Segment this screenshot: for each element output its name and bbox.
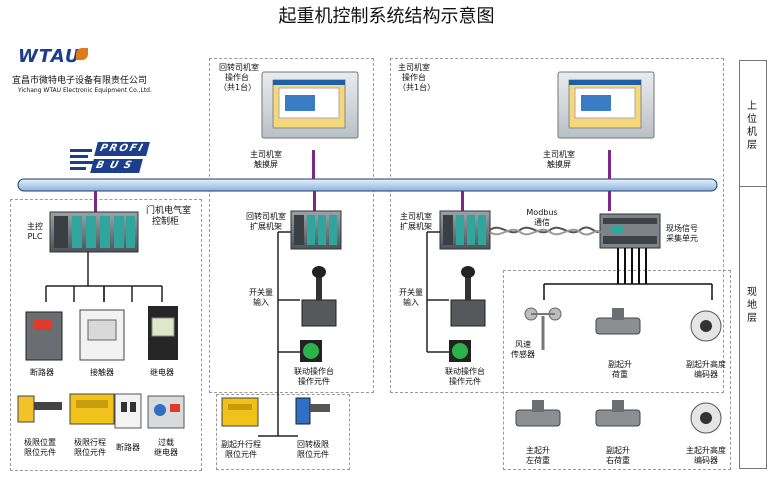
link-slew-rack <box>313 191 316 211</box>
slew-pushbutton-icon <box>300 340 322 362</box>
link-slew-touch <box>312 150 315 179</box>
profibus-bus <box>17 178 718 192</box>
limit-position-icon <box>17 395 62 423</box>
aux-hoist-limit-label: 副起升行程 限位元件 <box>221 440 261 459</box>
field-unit-icon <box>599 213 661 249</box>
slewing-console-box <box>209 58 374 393</box>
overload-label: 过载 继电器 <box>154 438 178 457</box>
breaker2-icon <box>114 393 142 429</box>
wind-sensor-label: 风速 传感器 <box>511 340 535 359</box>
wind-sensor-icon <box>524 307 562 350</box>
main-rack-icon <box>439 210 491 250</box>
main-rack-label: 主司机室 扩展机架 <box>400 212 432 231</box>
aux-encoder-icon <box>690 310 722 342</box>
slew-limit-icon <box>295 397 330 425</box>
slew-joystick-icon <box>301 266 337 327</box>
main-touchscreen-icon <box>557 71 655 139</box>
contactor-icon <box>79 309 125 361</box>
limit-position-label: 极限位置 限位元件 <box>24 438 56 457</box>
main-touch-label: 主司机室 触摸屏 <box>543 150 575 169</box>
link-main-rack <box>461 191 464 211</box>
slew-touch-label: 主司机室 触摸屏 <box>250 150 282 169</box>
link-plc <box>94 191 97 212</box>
aux-weight-label: 副起升 荷重 <box>608 360 632 379</box>
upper-layer-label: 上位机层 <box>747 101 757 151</box>
logo-text: WTAU <box>18 46 81 67</box>
modbus-cable <box>489 226 601 234</box>
main-console-box <box>390 58 724 393</box>
plc-label: 主控 PLC <box>27 222 43 241</box>
breaker2-label: 断路器 <box>116 443 140 452</box>
contactor-label: 接触器 <box>90 368 114 377</box>
layer-bar <box>739 60 767 469</box>
main-switch-input-label: 开关量 输入 <box>399 288 423 307</box>
slew-switch-input-label: 开关量 输入 <box>249 288 273 307</box>
relay-icon <box>148 306 178 360</box>
relay-label: 继电器 <box>150 368 174 377</box>
profibus-logo: PROFI BUS <box>70 142 160 180</box>
main-right-weight-icon <box>595 400 641 427</box>
slew-console-element-label: 联动操作台 操作元件 <box>294 367 334 386</box>
slew-limit-label: 回转极限 限位元件 <box>297 440 329 459</box>
modbus-label: Modbus 通信 <box>526 208 558 227</box>
cabinet-label: 门机电气室 控制柜 <box>146 206 192 227</box>
main-left-weight-label: 主起升 左荷重 <box>526 446 550 465</box>
diagram-title: 起重机控制系统结构示意图 <box>278 6 495 27</box>
limit-travel-icon <box>69 393 115 425</box>
aux-encoder-label: 副起升高度 编码器 <box>686 360 726 379</box>
link-field-unit <box>608 191 611 211</box>
main-encoder-icon <box>690 402 722 434</box>
aux-hoist-limit-icon <box>221 397 259 427</box>
slew-header: 回转司机室 操作台 （共1台） <box>219 63 259 92</box>
slew-touchscreen-icon <box>261 71 359 139</box>
main-pushbutton-icon <box>449 340 471 362</box>
field-unit-label: 现场信号 采集单元 <box>666 224 698 243</box>
company-name-cn: 宜昌市微特电子设备有限责任公司 <box>12 76 148 86</box>
breaker-label: 断路器 <box>30 368 54 377</box>
aux-weight-icon <box>595 308 641 335</box>
logo-swoosh-icon <box>76 48 88 60</box>
company-logo: WTAU <box>18 46 92 68</box>
slew-rack-label: 回转司机室 扩展机架 <box>246 212 286 231</box>
slew-rack-icon <box>290 210 342 250</box>
main-right-weight-label: 副起升 右荷重 <box>606 446 630 465</box>
overload-relay-icon <box>147 395 185 429</box>
limit-travel-label: 极限行程 限位元件 <box>74 438 106 457</box>
main-header: 主司机室 操作台 （共1台） <box>398 63 436 92</box>
main-console-element-label: 联动操作台 操作元件 <box>445 367 485 386</box>
breaker-icon <box>25 311 63 361</box>
main-joystick-icon <box>450 266 486 327</box>
gantry-cabinet-box <box>10 199 202 471</box>
company-name-en: Yichang WTAU Electronic Equipment Co.,Lt… <box>18 87 152 94</box>
aux-limit-box <box>216 394 350 470</box>
main-encoder-label: 主起升高度 编码器 <box>686 446 726 465</box>
plc-rack-icon <box>49 211 139 253</box>
main-left-weight-icon <box>515 400 561 427</box>
link-main-touch <box>608 150 611 179</box>
field-layer-label: 现地层 <box>747 287 757 324</box>
